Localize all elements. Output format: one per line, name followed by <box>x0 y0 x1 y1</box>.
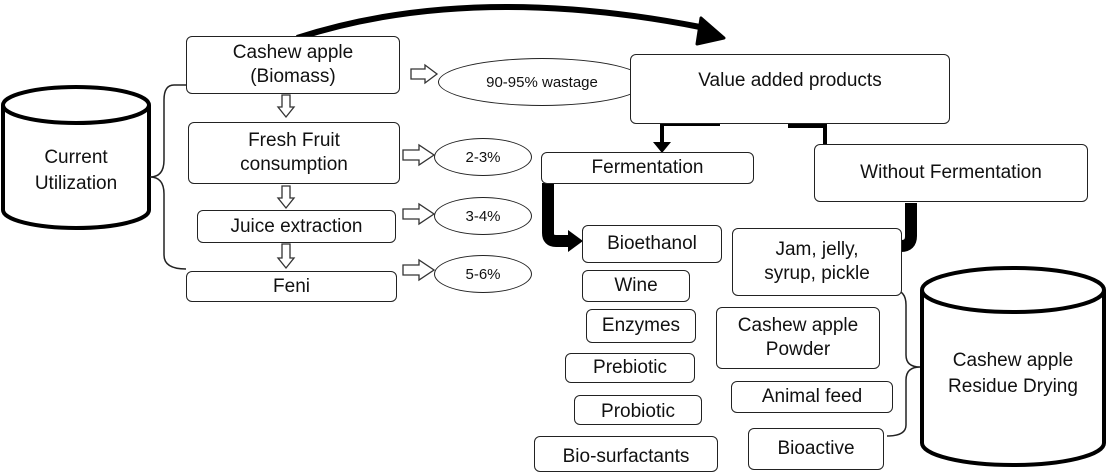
product-biosurfactants-label: Bio-surfactants <box>562 446 690 467</box>
product-wine-label: Wine <box>614 275 658 296</box>
product-prebiotic-box[interactable]: Prebiotic <box>565 353 695 383</box>
product-bioethanol-label: Bioethanol <box>607 233 697 254</box>
fermentation-to-bioethanol-arrow <box>542 183 570 247</box>
product-bioethanol-box[interactable]: Bioethanol <box>582 225 722 263</box>
wastage-oval: 90-95% wastage <box>438 58 646 106</box>
residue-drying-label: Cashew apple Residue Drying <box>922 340 1104 408</box>
residue-drying-cylinder <box>920 266 1106 467</box>
product-animal-feed-label: Animal feed <box>761 386 863 407</box>
residue-bracket <box>886 289 921 437</box>
fermentation-box[interactable]: Fermentation <box>541 152 754 184</box>
value-added-products-box[interactable]: Value added products <box>630 54 950 124</box>
product-jam-jelly-syrup-pickle-box[interactable]: Jam, jelly, syrup, pickle <box>732 228 902 296</box>
cashew-apple-line1: Cashew apple <box>232 42 354 63</box>
fresh-fruit-share-label: 2-3% <box>465 148 501 166</box>
cashew-apple-line2: (Biomass) <box>250 66 336 87</box>
fermentation-label: Fermentation <box>591 157 704 178</box>
right-hollow-arrows <box>402 63 439 282</box>
product-probiotic-box[interactable]: Probiotic <box>574 395 702 425</box>
juice-share-oval: 3-4% <box>434 197 532 235</box>
feni-label: Feni <box>273 275 310 297</box>
utilization-bracket <box>149 84 187 270</box>
without-fermentation-label: Without Fermentation <box>860 162 1042 183</box>
fresh-fruit-line1: Fresh Fruit <box>248 130 340 151</box>
feni-box[interactable]: Feni <box>186 271 397 302</box>
biomass-to-value-arrowhead <box>695 16 726 46</box>
biomass-to-value-arc <box>296 3 701 41</box>
fresh-fruit-consumption-box[interactable]: Fresh Fruit consumption <box>188 122 400 184</box>
fresh-fruit-line2: consumption <box>240 154 348 175</box>
down-hollow-arrows <box>276 94 296 270</box>
product-animal-feed-box[interactable]: Animal feed <box>731 381 893 413</box>
product-biosurfactants-box[interactable]: Bio-surfactants <box>534 436 718 472</box>
feni-share-oval: 5-6% <box>434 255 532 293</box>
cashew-apple-biomass-box[interactable]: Cashew apple (Biomass) <box>186 36 400 94</box>
fresh-fruit-share-oval: 2-3% <box>434 138 532 176</box>
current-utilization-line1: Current <box>44 147 108 168</box>
product-prebiotic-label: Prebiotic <box>593 357 667 378</box>
without-fermentation-to-jam-connector <box>900 203 917 252</box>
juice-extraction-box[interactable]: Juice extraction <box>197 210 396 243</box>
value-added-products-label: Value added products <box>698 70 882 91</box>
jam-line1: Jam, jelly, <box>775 239 859 260</box>
product-cashew-apple-powder-box[interactable]: Cashew apple Powder <box>716 307 880 369</box>
current-utilization-label: Current Utilization <box>3 138 149 204</box>
wastage-label: 90-95% wastage <box>486 73 598 91</box>
product-wine-box[interactable]: Wine <box>582 270 690 302</box>
product-bioactive-box[interactable]: Bioactive <box>748 428 884 470</box>
juice-extraction-label: Juice extraction <box>230 215 363 237</box>
current-utilization-line2: Utilization <box>34 173 118 194</box>
jam-line2: syrup, pickle <box>764 263 870 284</box>
powder-line2: Powder <box>765 339 831 360</box>
without-fermentation-box[interactable]: Without Fermentation <box>814 144 1088 202</box>
product-enzymes-label: Enzymes <box>601 315 681 336</box>
juice-share-label: 3-4% <box>465 207 501 225</box>
residue-drying-line1: Cashew apple <box>952 350 1074 371</box>
product-enzymes-box[interactable]: Enzymes <box>586 309 696 343</box>
residue-drying-line2: Residue Drying <box>948 376 1078 397</box>
feni-share-label: 5-6% <box>465 265 501 283</box>
current-utilization-cylinder <box>1 85 151 230</box>
product-bioactive-label: Bioactive <box>777 438 855 459</box>
powder-line1: Cashew apple <box>737 315 859 336</box>
product-probiotic-label: Probiotic <box>601 401 675 422</box>
